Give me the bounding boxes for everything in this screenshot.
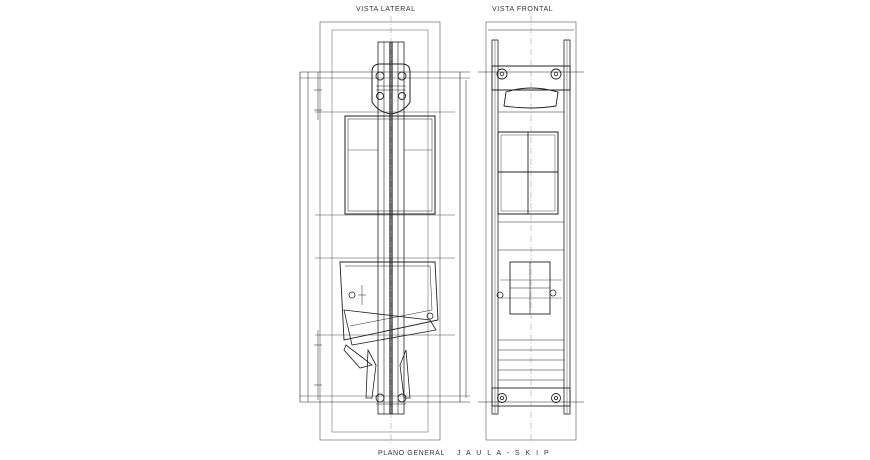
drawing-title-prefix: PLANO GENERAL	[378, 450, 445, 457]
frontal-view-title: VISTA FRONTAL	[492, 6, 554, 13]
lateral-view-title: VISTA LATERAL	[356, 6, 416, 13]
drawing-title: PLANO GENERAL J A U L A - S K I P	[378, 450, 551, 457]
frontal-view-drawing	[478, 16, 584, 444]
drawing-title-name: J A U L A - S K I P	[456, 450, 551, 457]
lateral-view-drawing	[299, 16, 470, 444]
